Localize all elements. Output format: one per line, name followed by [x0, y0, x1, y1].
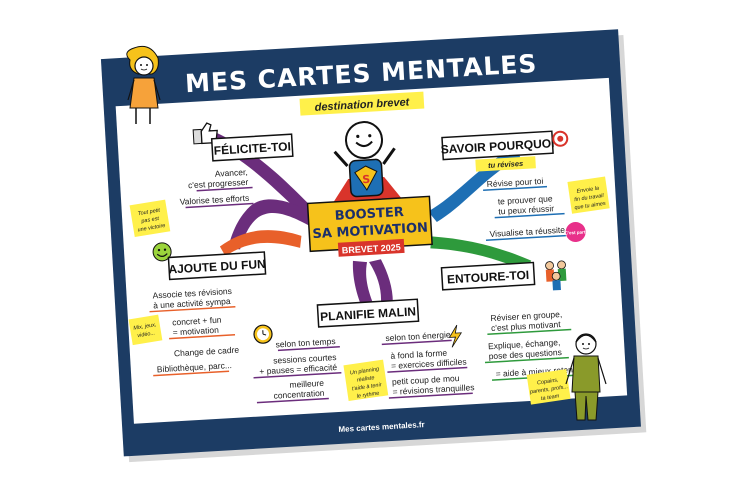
savoir-tag: tu révises [488, 159, 523, 170]
label-planifie: PLANIFIE MALIN [320, 304, 417, 324]
savoir-item-2: te prouver que [497, 193, 553, 206]
branch-entoure-ribbon [430, 236, 532, 271]
planifie-right-1: selon ton énergie [385, 329, 451, 343]
label-fun: AJOUTE DU FUN [168, 257, 266, 277]
savoir-underline-2 [494, 212, 565, 219]
savoir-item-4: Visualise ta réussite [489, 225, 565, 239]
fun-sticky: Mix, jeux, vidéo... [128, 314, 163, 346]
center-badge [337, 238, 405, 257]
felicite-item-1: Avancer, [214, 167, 247, 179]
smiley-icon [152, 242, 172, 262]
planifie-right-5: = révisions tranquilles [392, 382, 474, 397]
entoure-item-4: pose des questions [488, 347, 562, 361]
friends-group-icon [545, 260, 567, 291]
savoir-badge-text: C'est parti [565, 229, 587, 235]
fun-underline-2 [169, 334, 236, 340]
label-felicite: FÉLICITE-TOI [213, 138, 291, 157]
planifie-left-5: concentration [273, 388, 325, 401]
center-badge-text: BREVET 2025 [342, 242, 402, 255]
box-fun [167, 251, 267, 281]
planifie-left-3: + pauses = efficacité [259, 362, 338, 376]
planifie-right-4: petit coup de mou [392, 373, 460, 387]
felicite-underline-2 [185, 202, 254, 209]
target-icon [552, 130, 569, 147]
alarm-clock-icon [253, 324, 273, 344]
label-savoir: SAVOIR POURQUOI [440, 136, 554, 157]
fun-item-1: Associe tes révisions [152, 286, 232, 301]
planifie-sticky-3: t'aide à tenir [352, 382, 384, 392]
fun-underline-1 [149, 305, 236, 313]
felicite-item-2: c'est progresser [188, 177, 249, 190]
planifie-left-underline-2 [253, 371, 342, 379]
planifie-sticky-2: réaliste [356, 375, 374, 383]
entoure-underline-2 [484, 356, 569, 364]
planifie-left-2: sessions courtes [273, 352, 337, 366]
box-entoure [440, 261, 536, 291]
planifie-left-underline-3 [256, 397, 329, 404]
planifie-sticky-4: le rythme [356, 391, 379, 400]
hero-letter: S [362, 173, 371, 186]
entoure-item-2: c'est plus motivant [491, 319, 562, 333]
fun-item-2: à une activité sympa [153, 296, 231, 310]
center-line2: SA MOTIVATION [312, 221, 428, 243]
savoir-underline-3 [485, 234, 566, 241]
branch-felicite-ribbon-2 [228, 199, 317, 250]
savoir-sticky-1: Envoie la [576, 186, 599, 195]
planifie-left-1: selon ton temps [275, 336, 335, 349]
fun-sticky-2: vidéo... [137, 330, 155, 339]
savoir-underline-1 [483, 185, 548, 192]
branch-fun-ribbon [219, 230, 302, 257]
entoure-sticky-3: ta team [541, 393, 560, 402]
entoure-sticky-2: parents, profs... [529, 384, 569, 396]
fun-item-3: concret + fun [172, 315, 222, 328]
planifie-right-2: à fond la forme [390, 348, 447, 361]
planifie-right-underline-3 [388, 392, 473, 399]
entoure-underline-1 [487, 328, 572, 336]
poster-subtitle: destination brevet [314, 96, 411, 114]
entoure-sticky: Copains, parents, profs... ta team [526, 369, 571, 405]
box-felicite [210, 133, 294, 162]
label-entoure: ENTOURE-TOI [447, 268, 530, 287]
planifie-sticky: Un planning réaliste t'aide à tenir le r… [343, 359, 389, 402]
fun-item-4: = motivation [172, 325, 219, 338]
fun-item-5: Change de cadre [174, 345, 240, 359]
planifie-right-3: = exercices difficiles [391, 357, 467, 371]
center-line1: BOOSTER [334, 205, 404, 224]
lightning-icon [448, 324, 463, 348]
planifie-left-4: meilleure [289, 378, 324, 390]
felicite-sticky: Tout petit pas est une victoire [129, 199, 171, 238]
boy-figure [565, 333, 607, 421]
entoure-sticky-1: Copains, [537, 377, 559, 386]
subtitle-ribbon [299, 91, 425, 116]
savoir-sticky-3: que tu aimes [574, 201, 606, 212]
branch-planifie-ribbon-2 [369, 259, 393, 313]
felicite-underline-1 [196, 186, 253, 192]
fun-sticky-1: Mix, jeux, [133, 322, 157, 332]
entoure-item-1: Réviser en groupe, [490, 309, 562, 323]
box-savoir [441, 130, 554, 161]
entoure-item-3: Explique, échange, [488, 337, 561, 351]
felicite-sticky-3: une victoire [137, 223, 166, 233]
planifie-sticky-1: Un planning [350, 366, 381, 376]
planifie-right-underline-2 [387, 366, 468, 373]
felicite-sticky-2: pas est [140, 216, 160, 225]
savoir-sticky: Envoie la fin du travail que tu aimes [567, 176, 610, 214]
felicite-item-3: Valorise tes efforts [179, 193, 249, 207]
box-planifie [316, 298, 420, 328]
savoir-item-1: Révise pour toi [486, 176, 543, 189]
planifie-right-underline-1 [381, 339, 452, 346]
savoir-tag-bg [475, 156, 536, 172]
planifie-left-underline-1 [277, 346, 340, 352]
felicite-sticky-1: Tout petit [137, 208, 161, 218]
branch-planifie-ribbon [352, 260, 376, 313]
savoir-sticky-2: fin du travail [574, 193, 605, 203]
fun-item-6: Bibliothèque, parc... [157, 360, 233, 374]
girl-figure [126, 45, 161, 124]
fun-underline-3 [153, 370, 230, 377]
savoir-item-3: tu peux réussir [498, 203, 554, 216]
savoir-badge [565, 222, 586, 243]
